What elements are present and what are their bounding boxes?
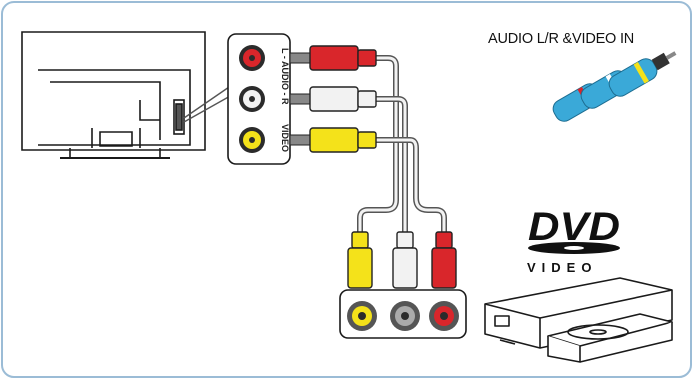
rca-plug-white-bottom bbox=[392, 231, 418, 289]
dvd-player-icon bbox=[484, 277, 673, 363]
rca-plug-yellow-top bbox=[289, 127, 377, 153]
diagram-title: AUDIO L/R &VIDEO IN bbox=[488, 31, 635, 47]
av-jack-panel: L - AUDIO - R VIDEO bbox=[227, 33, 291, 165]
dvd-sub-label: VIDEO bbox=[527, 260, 598, 275]
tv-to-panel-line bbox=[183, 84, 233, 119]
dvd-logo-icon: DVD bbox=[528, 205, 620, 254]
av-cable-icon bbox=[357, 55, 447, 235]
tv-rear-icon bbox=[21, 31, 206, 159]
rca-plug-red-top bbox=[289, 45, 377, 71]
rca-plug-yellow-bottom bbox=[347, 231, 373, 289]
audio-jack-label: L - AUDIO - R bbox=[280, 48, 290, 105]
dvd-logo-text: DVD bbox=[528, 205, 620, 249]
rca-plugs-icon bbox=[552, 51, 677, 122]
rca-plug-white-top bbox=[289, 86, 377, 112]
dvd-jack-panel bbox=[339, 289, 467, 339]
rca-plug-red-bottom bbox=[431, 231, 457, 289]
video-jack-label: VIDEO bbox=[280, 124, 290, 152]
